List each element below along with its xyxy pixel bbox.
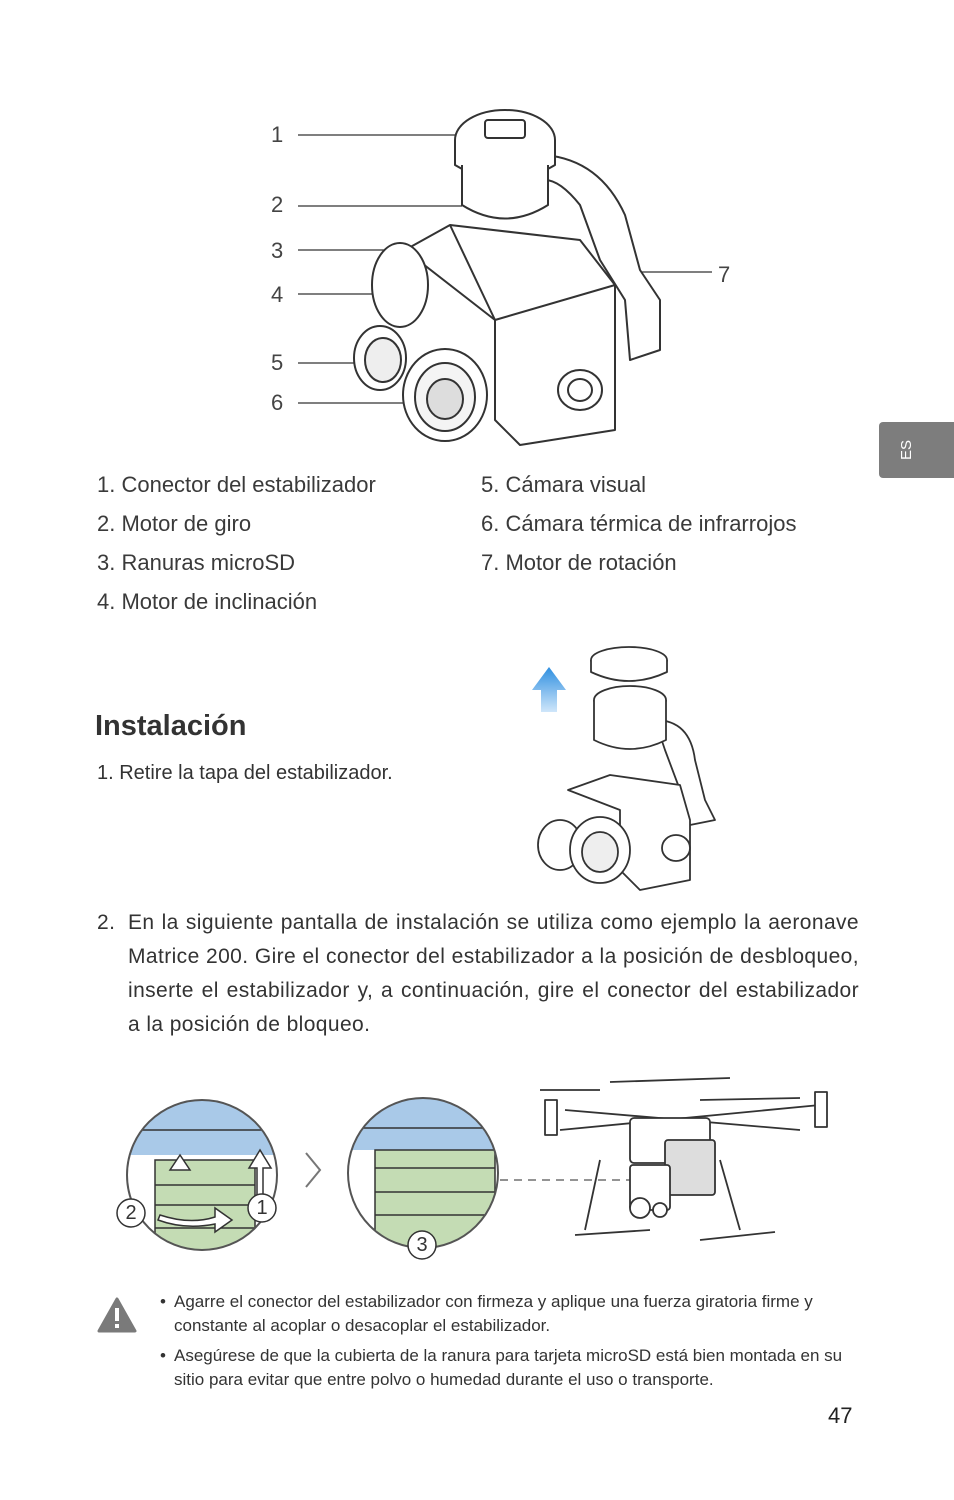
section-title: Instalación [95,710,247,742]
callout-3: 3 [271,238,284,263]
up-arrow-icon [532,667,566,712]
callout-2: 2 [271,192,284,217]
part-item: 3. Ranuras microSD [97,550,296,575]
part-item: 6. Cámara térmica de infrarrojos [481,511,797,536]
notes: Agarre el conector del estabilizador con… [160,1290,860,1398]
part-item: 4. Motor de inclinación [97,589,318,614]
note-item: Agarre el conector del estabilizador con… [160,1290,860,1338]
gimbal-camera-illustration [298,109,712,446]
callout-7: 7 [718,262,731,287]
warning-icon [97,1297,137,1333]
step-2: 2. En la siguiente pantalla de instalaci… [97,906,859,1042]
part-item: 2. Motor de giro [97,511,252,536]
rotate-arrow-icon [157,1206,234,1234]
chevron-right-icon [305,1152,322,1188]
callout-5: 5 [271,350,284,375]
page-number: 47 [828,1403,853,1428]
remove-cap-illustration [532,646,716,891]
step-badge-3: 3 [416,1234,428,1256]
parts-list-left: 1. Conector del estabilizador 2. Motor d… [97,474,376,630]
step-2-number: 2. [97,911,116,934]
callout-1: 1 [271,122,284,147]
language-tab[interactable]: ES [879,422,954,478]
callout-6: 6 [271,390,284,415]
callout-4: 4 [271,282,284,307]
up-arrow-icon [168,1153,192,1171]
step-badge-1: 1 [256,1197,268,1219]
part-item: 5. Cámara visual [481,472,647,497]
part-item: 7. Motor de rotación [481,550,677,575]
installation-diagram [116,1077,828,1260]
step-1-text: 1. Retire la tapa del estabilizador. [97,762,393,784]
step-badge-2: 2 [125,1202,137,1224]
step-2-text: En la siguiente pantalla de instalación … [128,911,859,1036]
note-item: Asegúrese de que la cubierta de la ranur… [160,1344,860,1392]
parts-list-right: 5. Cámara visual 6. Cámara térmica de in… [481,474,796,591]
part-item: 1. Conector del estabilizador [97,472,376,497]
